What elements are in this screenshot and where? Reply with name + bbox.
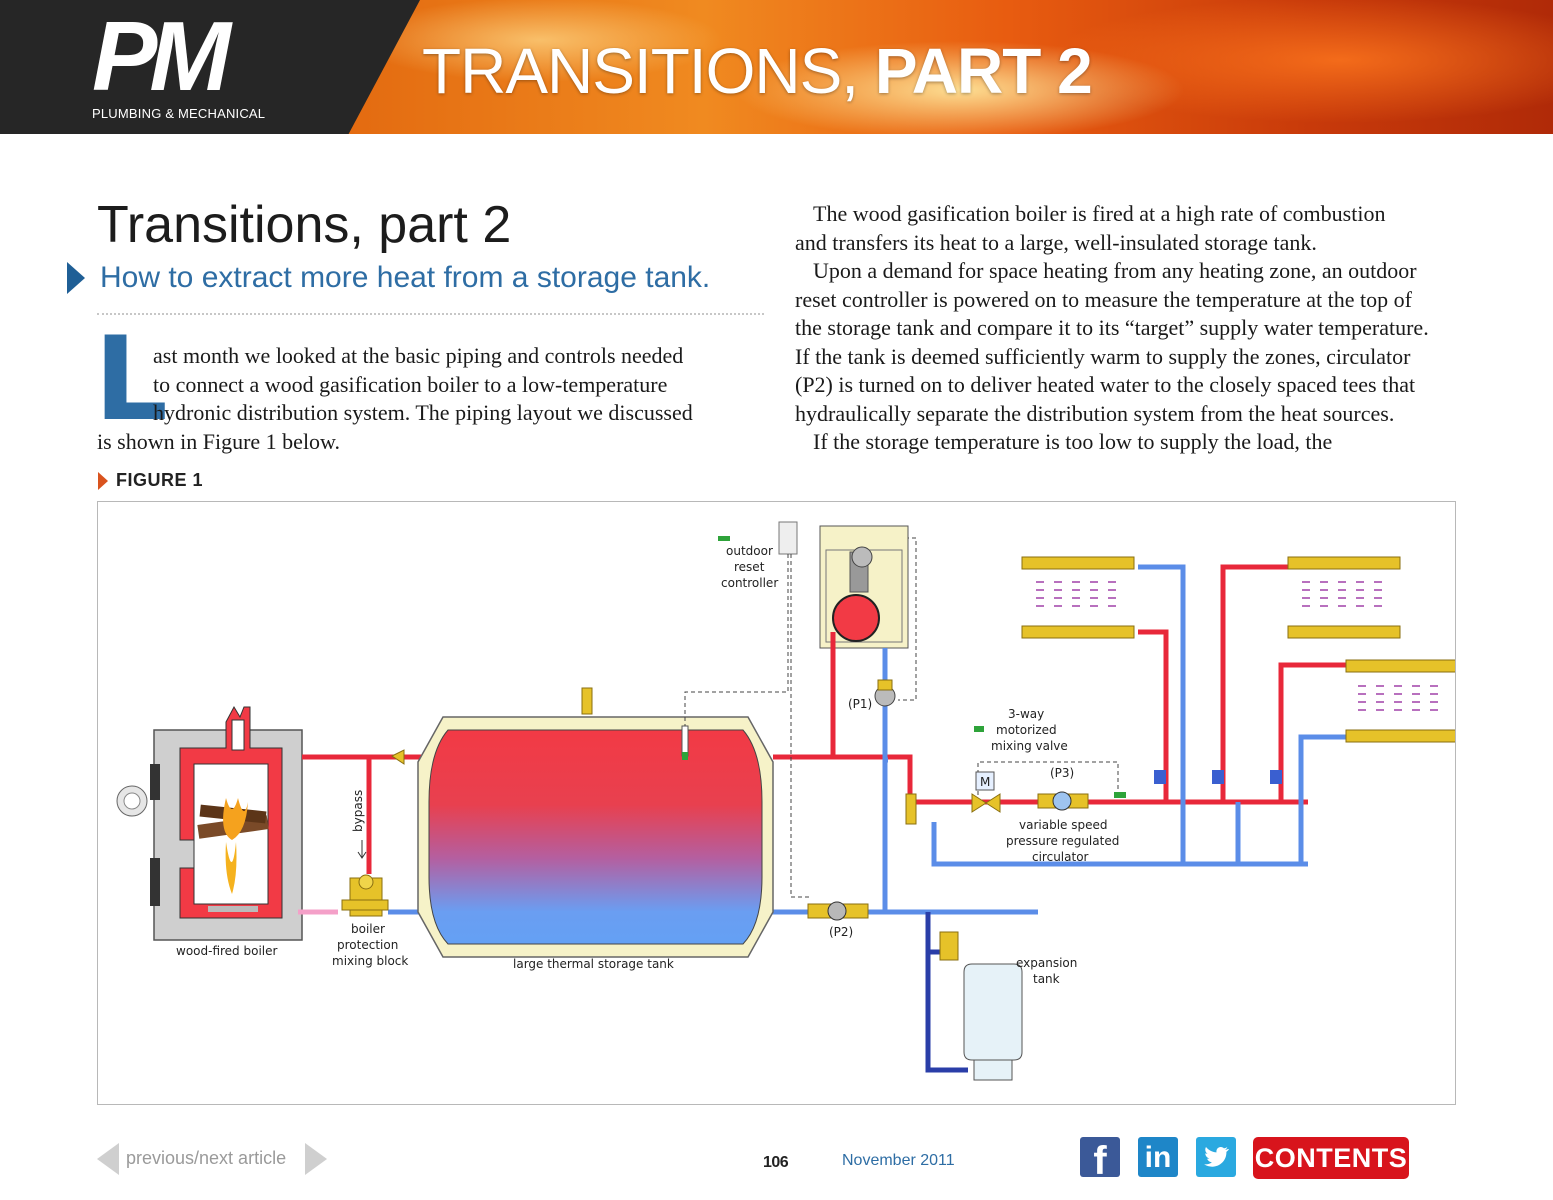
manifold-3: [1345, 659, 1455, 743]
manifold-2: [1287, 556, 1401, 639]
exp-label-2: tank: [1033, 972, 1060, 986]
exp-label-1: expansion: [1016, 956, 1077, 970]
article-subtitle: How to extract more heat from a storage …: [100, 261, 711, 294]
issue-date: November 2011: [842, 1152, 955, 1169]
linkedin-icon[interactable]: in: [1138, 1137, 1178, 1177]
p3-label: (P3): [1050, 766, 1074, 780]
outdoor-reset-controller: [778, 521, 798, 555]
boiler-label: wood-fired boiler: [176, 944, 277, 958]
bypass-label: bypass: [351, 790, 365, 832]
page-number: 106: [763, 1154, 789, 1171]
figure-label: FIGURE 1: [116, 470, 204, 490]
right-line: hydraulically separate the distribution …: [795, 400, 1395, 426]
boiler-protection-mixing-block: [341, 874, 389, 917]
circ-label-1: variable speed: [1019, 818, 1107, 832]
right-line: (P2) is turned on to deliver heated wate…: [795, 372, 1416, 397]
pm-logo[interactable]: PM: [92, 1, 231, 111]
previous-article-arrow-icon[interactable]: [97, 1143, 119, 1175]
banner-title: TRANSITIONS, PART 2: [422, 34, 1093, 108]
thermal-storage-tank: [417, 687, 774, 958]
right-line: If the tank is deemed sufficiently warm …: [795, 343, 1411, 369]
right-line: If the storage temperature is too low to…: [813, 429, 1333, 454]
mix-label-2: protection: [337, 938, 398, 952]
circ-label-3: circulator: [1032, 850, 1089, 864]
mix-label-3: mixing block: [332, 954, 408, 968]
p2-label: (P2): [829, 925, 853, 939]
valve-label-2: motorized: [996, 723, 1057, 737]
reset-label-1: outdoor: [726, 544, 773, 558]
twitter-icon[interactable]: [1196, 1137, 1236, 1177]
supply-sensor: [1114, 792, 1126, 798]
figure-arrow-icon: [98, 472, 108, 490]
left-line: to connect a wood gasification boiler to…: [153, 371, 668, 397]
article-title: Transitions, part 2: [97, 196, 512, 254]
pm-logo-subtitle: PLUMBING & MECHANICAL: [92, 106, 266, 121]
piping-schematic: wood-fired boiler boiler protection mixi…: [116, 521, 1455, 1081]
wood-fired-boiler: [116, 705, 303, 941]
left-line: is shown in Figure 1 below.: [97, 428, 341, 454]
header-banner: [0, 0, 1553, 134]
valve-label-3: mixing valve: [991, 739, 1068, 753]
right-line: The wood gasification boiler is fired at…: [813, 201, 1386, 226]
zone-valve-1: [1154, 770, 1166, 784]
zone-valve-3: [1270, 770, 1282, 784]
banner-fire-image: [340, 0, 1553, 134]
banner-logo-panel: [0, 0, 420, 134]
right-line: reset controller is powered on to measur…: [795, 286, 1412, 312]
zone-valve-2: [1212, 770, 1224, 784]
left-line: hydronic distribution system. The piping…: [153, 400, 693, 425]
expansion-tank: [939, 931, 1023, 1081]
facebook-icon[interactable]: f: [1080, 1137, 1120, 1183]
dotted-divider: [97, 313, 764, 315]
manifold-1: [1021, 556, 1135, 639]
banner-title-bold: PART 2: [874, 35, 1093, 107]
right-line: and transfers its heat to a large, well-…: [795, 229, 1317, 255]
circulator-p3: [1037, 791, 1089, 811]
previous-next-article-link[interactable]: previous/next article: [126, 1148, 287, 1168]
valve-sensor: [974, 726, 984, 732]
next-article-arrow-icon[interactable]: [305, 1143, 327, 1175]
right-line: the storage tank and compare it to its “…: [795, 315, 1429, 340]
figure-1-diagram: wood-fired boiler boiler protection mixi…: [97, 501, 1456, 1105]
p1-label: (P1): [848, 697, 872, 711]
auxiliary-boiler: [819, 525, 909, 757]
subtitle-arrow-icon: [67, 262, 85, 294]
circulator-p2: [807, 901, 869, 921]
valve-m-label: M: [980, 775, 990, 789]
reset-label-3: controller: [721, 576, 778, 590]
drop-cap: L: [94, 312, 168, 447]
right-line: Upon a demand for space heating from any…: [813, 258, 1417, 283]
reset-label-2: reset: [734, 560, 765, 574]
tank-label: large thermal storage tank: [513, 957, 674, 971]
closely-spaced-tees: [905, 793, 917, 825]
outdoor-sensor: [718, 536, 730, 541]
valve-label-1: 3-way: [1008, 707, 1044, 721]
three-way-mixing-valve: [971, 771, 1001, 813]
twitter-bird-icon: [1204, 1146, 1229, 1167]
left-line: ast month we looked at the basic piping …: [153, 343, 684, 368]
contents-button[interactable]: CONTENTS: [1253, 1137, 1409, 1179]
circ-label-2: pressure regulated: [1006, 834, 1119, 848]
banner-title-light: TRANSITIONS,: [422, 35, 875, 107]
mix-label-1: boiler: [351, 922, 385, 936]
